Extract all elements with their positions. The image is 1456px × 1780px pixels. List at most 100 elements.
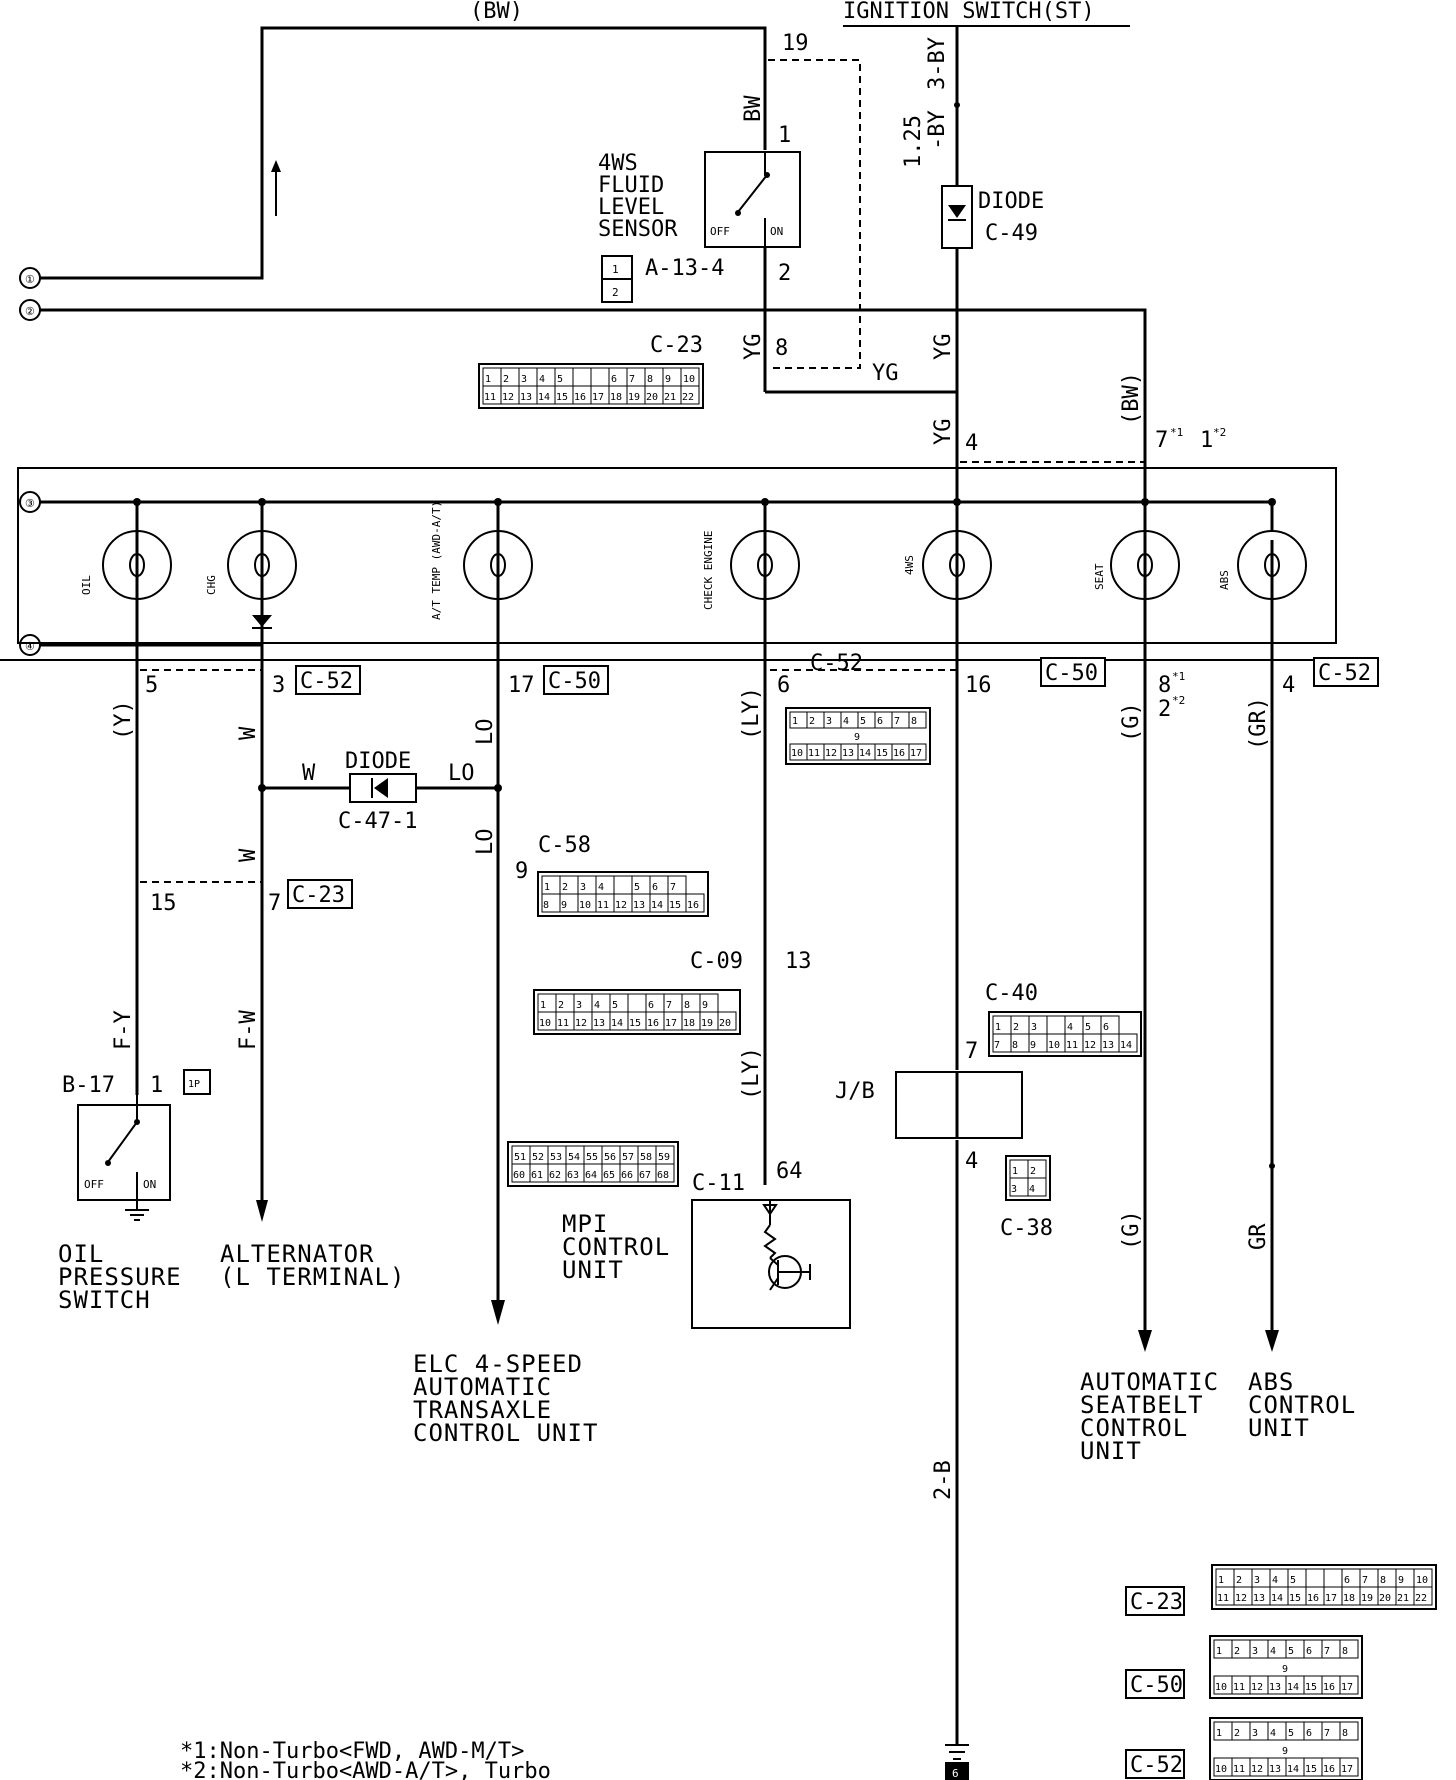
wire-3by: 3-BY <box>925 37 950 90</box>
legend-c52: C-52 <box>1125 1749 1185 1779</box>
svg-text:12: 12 <box>502 392 514 403</box>
fluid-sensor-name: 4WS FLUID LEVEL SENSOR <box>598 151 678 242</box>
b17-switch-box <box>77 1104 171 1201</box>
b17-tag-box <box>183 1069 211 1095</box>
svg-text:1: 1 <box>540 1000 546 1011</box>
pin-19: 19 <box>782 31 809 56</box>
svg-text:5: 5 <box>557 374 563 385</box>
svg-text:4: 4 <box>539 374 545 385</box>
c40-label: C-40 <box>985 981 1038 1006</box>
ground-icon <box>945 1744 969 1760</box>
svg-text:11: 11 <box>484 392 496 403</box>
svg-text:9: 9 <box>1030 1040 1036 1051</box>
svg-text:1: 1 <box>995 1022 1001 1033</box>
svg-text:12: 12 <box>1251 1682 1263 1693</box>
svg-text:12: 12 <box>825 748 837 759</box>
wire-gr1: (GR) <box>1246 697 1271 750</box>
svg-text:67: 67 <box>639 1170 651 1181</box>
svg-text:21: 21 <box>1397 1593 1409 1604</box>
page-badge: 6 <box>952 1767 959 1780</box>
svg-text:4WS: 4WS <box>598 151 638 176</box>
svg-text:12: 12 <box>1251 1764 1263 1775</box>
pin-9: 9 <box>515 859 528 884</box>
svg-text:8: 8 <box>684 1000 690 1011</box>
svg-text:68: 68 <box>657 1170 669 1181</box>
pin-check: 6 <box>777 673 790 698</box>
svg-text:5: 5 <box>1288 1728 1294 1739</box>
svg-text:15: 15 <box>669 900 681 911</box>
svg-text:SWITCH: SWITCH <box>58 1286 151 1314</box>
svg-text:10: 10 <box>791 748 803 759</box>
svg-text:57: 57 <box>622 1152 634 1163</box>
svg-text:1: 1 <box>544 882 550 893</box>
sensor-pin-1: 1 <box>778 123 791 148</box>
svg-text:21: 21 <box>664 392 676 403</box>
svg-text:15: 15 <box>556 392 568 403</box>
c58-label: C-58 <box>538 833 591 858</box>
svg-text:14: 14 <box>1287 1764 1299 1775</box>
wire-ref2 <box>40 308 1147 470</box>
svg-text:11: 11 <box>557 1018 569 1029</box>
svg-text:14: 14 <box>1120 1040 1132 1051</box>
svg-text:13: 13 <box>842 748 854 759</box>
dest-alternator: ALTERNATOR (L TERMINAL) <box>220 1240 404 1291</box>
svg-text:17: 17 <box>1341 1764 1353 1775</box>
pin-seat-a-sup: *1 <box>1172 670 1185 683</box>
svg-text:52: 52 <box>532 1152 544 1163</box>
svg-text:10: 10 <box>1416 1575 1428 1586</box>
wire-w2: W <box>236 848 261 862</box>
svg-text:13: 13 <box>1269 1764 1281 1775</box>
wire-ly1: (LY) <box>739 687 764 740</box>
svg-text:5: 5 <box>860 716 866 727</box>
lamp-label-oil: OIL <box>80 575 93 595</box>
svg-text:20: 20 <box>719 1018 731 1029</box>
svg-text:1: 1 <box>1216 1646 1222 1657</box>
connector-ref-1: ① <box>19 267 41 289</box>
svg-text:19: 19 <box>628 392 640 403</box>
svg-text:C-23: C-23 <box>292 883 345 908</box>
c23-pin-8: 8 <box>775 336 788 361</box>
svg-text:2: 2 <box>809 716 815 727</box>
svg-text:4: 4 <box>843 716 849 727</box>
svg-text:8: 8 <box>543 900 549 911</box>
svg-text:15: 15 <box>876 748 888 759</box>
transistor-icon <box>762 1200 811 1291</box>
svg-text:3: 3 <box>1252 1728 1258 1739</box>
svg-text:9: 9 <box>1282 1664 1288 1675</box>
svg-text:ALTERNATOR: ALTERNATOR <box>220 1240 375 1268</box>
wire-lo1: LO <box>473 719 498 746</box>
svg-text:2: 2 <box>1236 1575 1242 1586</box>
svg-text:17: 17 <box>910 748 922 759</box>
lamp-label-at: A/T TEMP (AWD-A/T) <box>430 501 443 620</box>
legend-c23: C-23 <box>1125 1586 1185 1616</box>
b17-pivot <box>134 1119 140 1125</box>
wire-g1: (G) <box>1119 702 1144 742</box>
svg-text:61: 61 <box>531 1170 543 1181</box>
footnote-2: *2:Non-Turbo<AWD-A/T>, Turbo <box>180 1759 551 1780</box>
svg-text:CONTROL: CONTROL <box>562 1233 670 1261</box>
svg-text:5: 5 <box>1290 1575 1296 1586</box>
svg-text:6: 6 <box>1103 1022 1109 1033</box>
svg-text:3: 3 <box>1252 1646 1258 1657</box>
junction-pin4: 4 <box>965 431 978 456</box>
svg-text:3: 3 <box>521 374 527 385</box>
svg-text:64: 64 <box>585 1170 597 1181</box>
svg-text:13: 13 <box>520 392 532 403</box>
a13-label: A-13-4 <box>645 256 724 281</box>
svg-text:C-52: C-52 <box>1318 661 1371 686</box>
svg-text:10: 10 <box>1215 1682 1227 1693</box>
svg-text:3: 3 <box>1031 1022 1037 1033</box>
svg-text:MPI: MPI <box>562 1210 608 1238</box>
dest-elc: ELC 4-SPEED AUTOMATIC TRANSAXLE CONTROL … <box>413 1350 597 1447</box>
svg-text:14: 14 <box>1287 1682 1299 1693</box>
svg-text:5: 5 <box>612 1000 618 1011</box>
svg-text:11: 11 <box>1066 1040 1078 1051</box>
svg-text:5: 5 <box>1085 1022 1091 1033</box>
svg-text:11: 11 <box>1217 1593 1229 1604</box>
svg-text:8: 8 <box>911 716 917 727</box>
tag-c52-b: C-52 <box>1313 657 1379 687</box>
page-badge-box <box>945 1762 969 1780</box>
svg-text:LEVEL: LEVEL <box>598 195 664 220</box>
svg-text:OIL: OIL <box>58 1240 104 1268</box>
